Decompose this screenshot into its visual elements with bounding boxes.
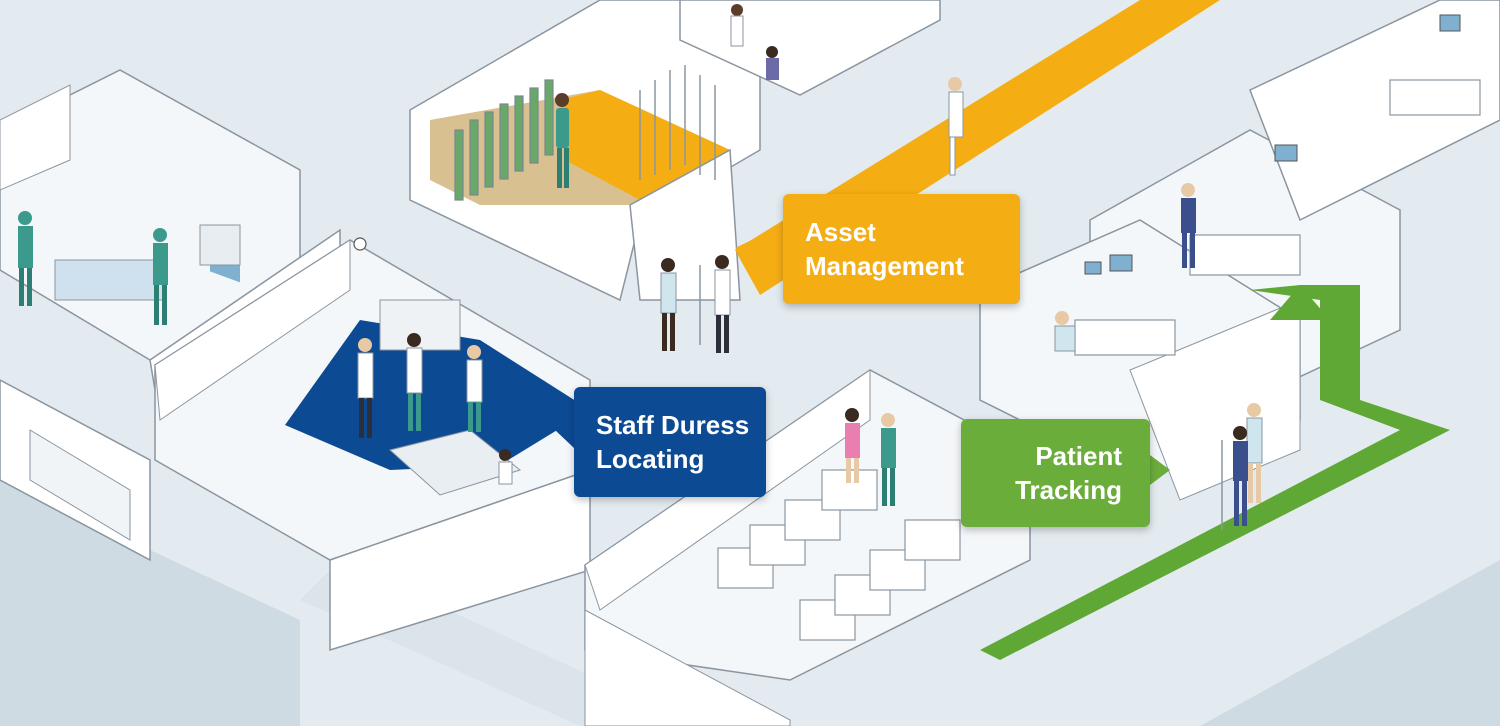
clock-icon (353, 237, 367, 251)
person-icon (555, 93, 569, 188)
person-icon (1054, 311, 1076, 352)
asset-management-callout: Asset Management (783, 194, 1020, 304)
hospital-bed-icon (1074, 79, 1481, 356)
person-icon (18, 211, 33, 306)
person-icon (406, 333, 423, 431)
iv-pole-icon (639, 65, 716, 180)
person-icon (845, 408, 860, 483)
patient-callout-line-1: Patient (1035, 441, 1122, 471)
bassinet-icon (717, 469, 961, 641)
patient-callout-line-2: Tracking (1015, 475, 1122, 505)
patient-tracking-callout: Patient Tracking (961, 419, 1150, 527)
person-icon (498, 449, 513, 485)
patient-tracking-path (980, 285, 1450, 660)
person-icon (1233, 426, 1248, 526)
lab-room (154, 239, 591, 652)
asset-callout-line-1: Asset (805, 217, 876, 247)
person-icon (1181, 183, 1196, 268)
person-icon (660, 258, 677, 351)
exterior-ground-left (0, 480, 300, 726)
person-icon (948, 77, 964, 176)
staff-callout-arrow (555, 418, 574, 448)
person-icon (714, 255, 731, 353)
monitor-icon (1084, 14, 1461, 275)
top-office (679, 0, 941, 96)
exterior-ground-right (1200, 560, 1500, 726)
patient-callout-arrow (1150, 455, 1170, 485)
staff-callout-line-2: Locating (596, 444, 705, 474)
asset-callout-line-2: Management (805, 251, 964, 281)
staff-duress-callout: Staff Duress Locating (574, 387, 766, 497)
staff-callout-line-1: Staff Duress (596, 410, 750, 440)
asset-callout-arrow (760, 236, 783, 262)
person-icon (466, 345, 483, 432)
person-icon (357, 338, 374, 438)
patient-path-arrow (1270, 285, 1330, 320)
asset-room-highlight (560, 90, 730, 200)
oxygen-tank-icon (454, 79, 554, 201)
person-icon (153, 228, 168, 325)
person-icon (1246, 403, 1263, 503)
asset-path-arrow (735, 225, 783, 270)
person-icon (881, 413, 896, 506)
